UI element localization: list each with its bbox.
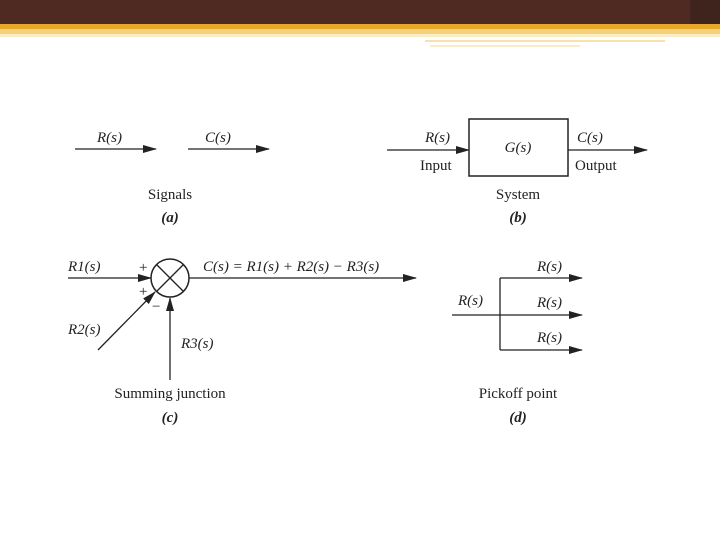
- signal-r-label: R(s): [96, 130, 122, 146]
- system-input-label: Input: [420, 158, 452, 174]
- panel-c-tag: (c): [162, 410, 179, 426]
- r2-input-label: R2(s): [67, 322, 101, 338]
- header-stripe: [0, 34, 720, 37]
- pickoff-input-label: R(s): [457, 293, 483, 309]
- header-decor-line: [425, 40, 665, 42]
- r1-input-label: R1(s): [67, 259, 101, 275]
- panel-a-caption: Signals: [148, 187, 192, 203]
- header-stripe: [0, 29, 720, 34]
- sign-r2: +: [139, 284, 147, 300]
- system-output-label: Output: [575, 158, 618, 174]
- panel-b-tag: (b): [509, 210, 527, 226]
- summing-output-equation: C(s) = R1(s) + R2(s) − R3(s): [203, 259, 379, 275]
- r2-input-arrow: [97, 291, 156, 351]
- panel-b-system: R(s) Input G(s) C(s) Output System (b): [387, 118, 648, 226]
- panel-c-summing-junction: R1(s) R2(s) R3(s) + + − C(s) = R1(s) + R…: [67, 258, 417, 426]
- pickoff-output-label-2: R(s): [536, 295, 562, 311]
- system-input-signal: R(s): [424, 130, 450, 146]
- r3-input-label: R3(s): [180, 336, 214, 352]
- panel-d-pickoff-point: R(s) R(s) R(s) R(s) Pickoff point (d): [452, 259, 583, 426]
- panel-a-signals: R(s) C(s) Signals (a): [75, 130, 270, 226]
- panel-d-tag: (d): [509, 410, 527, 426]
- panel-b-caption: System: [496, 187, 541, 203]
- panel-a-tag: (a): [161, 210, 179, 226]
- system-output-signal: C(s): [577, 130, 603, 146]
- signal-c-label: C(s): [205, 130, 231, 146]
- panel-d-caption: Pickoff point: [479, 386, 558, 402]
- pickoff-output-label-3: R(s): [536, 330, 562, 346]
- header-bar-accent: [690, 0, 720, 24]
- system-block: [468, 118, 569, 177]
- header-bar: [0, 0, 720, 24]
- system-block-label: G(s): [505, 140, 532, 156]
- sign-r1: +: [139, 260, 147, 276]
- pickoff-output-label-1: R(s): [536, 259, 562, 275]
- summing-junction-cross: [156, 264, 184, 292]
- sign-r3: −: [152, 299, 160, 315]
- header-stripe: [0, 24, 720, 29]
- panel-c-caption: Summing junction: [114, 386, 226, 402]
- header-decor-line: [430, 45, 580, 47]
